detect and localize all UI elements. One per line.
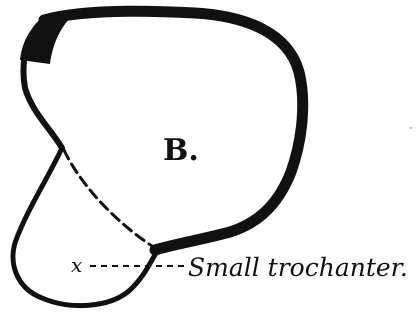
trochanter-boundary-dashed xyxy=(62,148,154,248)
small-trochanter-label: Small trochanter. xyxy=(188,253,408,282)
outer-thick-outline xyxy=(38,5,309,256)
region-label-b: B. xyxy=(163,133,199,168)
trochanter-marker-x: x xyxy=(71,253,82,277)
small-trochanter-lobe xyxy=(10,145,161,309)
left-wall-line xyxy=(20,17,65,151)
scan-speck xyxy=(409,126,413,130)
